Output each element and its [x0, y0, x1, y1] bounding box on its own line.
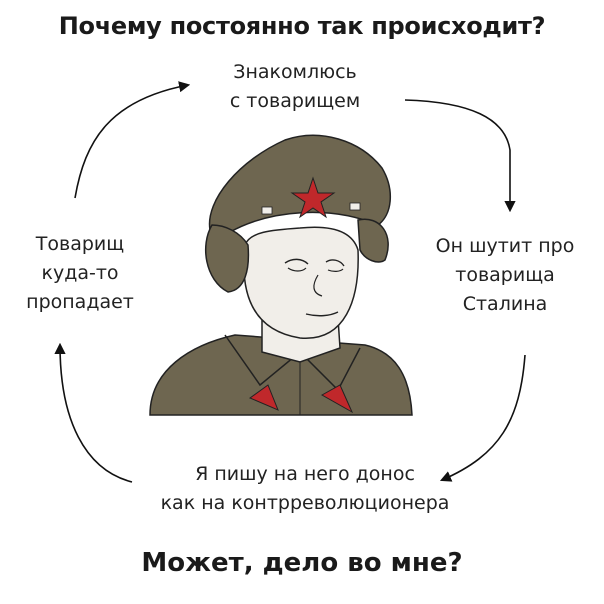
cycle-step-meet-line-1: Знакомлюсь: [233, 61, 357, 83]
cycle-step-denounce-line-2: как на контрреволюционера: [160, 492, 450, 514]
cycle-step-joke-line-3: Сталина: [462, 293, 548, 315]
cycle-step-denounce-line-1: Я пишу на него донос: [195, 463, 415, 485]
arrow-top-to-right: [404, 99, 516, 213]
soldier-left-eye: [284, 258, 309, 265]
soldier-head: [243, 226, 359, 339]
cycle-step-meet-line-2: с товарищем: [229, 90, 361, 112]
soldier-nose: [313, 274, 323, 297]
cycle-step-joke-line-1: Он шутит про: [435, 235, 575, 257]
arrow-bottom-to-left: [54, 342, 133, 483]
cycle-step-disappear-line-2: куда-то: [41, 262, 119, 284]
arrow-left-to-top: [74, 81, 191, 199]
soldier-mouth: [305, 311, 339, 317]
red-star-icon: [290, 176, 336, 219]
cycle-step-meet: Знакомлюсь с товарищем: [190, 58, 400, 116]
cycle-step-joke-line-2: товарища: [455, 264, 555, 286]
ushanka-hat: [205, 134, 392, 293]
page-title: Почему постоянно так происходит?: [58, 12, 546, 40]
cycle-step-disappear: Товарищ куда-то пропадает: [5, 230, 155, 317]
soldier-torso: [149, 334, 413, 416]
cycle-step-disappear-line-3: пропадает: [26, 291, 134, 313]
cycle-step-disappear-line-1: Товарищ: [35, 233, 125, 255]
soldier-right-eye: [325, 259, 345, 267]
hat-right-earflap: [357, 218, 389, 263]
cycle-step-denounce: Я пишу на него донос как на контрреволюц…: [95, 460, 515, 518]
hat-left-earflap: [205, 224, 250, 293]
cycle-step-joke: Он шутит про товарища Сталина: [415, 232, 595, 319]
arrow-right-to-bottom: [439, 354, 526, 482]
conclusion-text: Может, дело во мне?: [141, 548, 463, 578]
